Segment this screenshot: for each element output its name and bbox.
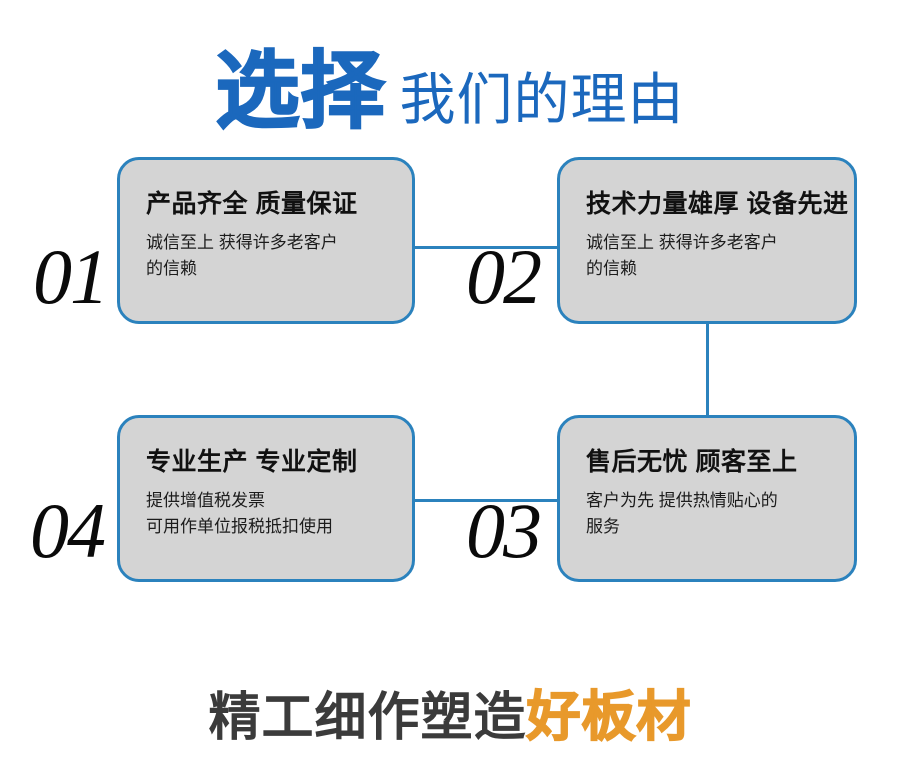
connector-03-to-04	[414, 499, 557, 502]
feature-card-03-title: 售后无忧 顾客至上	[586, 448, 798, 476]
feature-card-01-body: 诚信至上 获得许多老客户 的信赖	[146, 230, 392, 283]
footer-slogan-dark: 精工细作塑造	[208, 689, 527, 747]
feature-card-04-body: 提供增值税发票 可用作单位报税抵扣使用	[146, 488, 392, 541]
feature-card-01[interactable]: 产品齐全 质量保证 诚信至上 获得许多老客户 的信赖	[117, 157, 415, 324]
feature-card-02-body-line-1: 诚信至上 获得许多老客户	[586, 233, 778, 252]
feature-card-02-body: 诚信至上 获得许多老客户 的信赖	[586, 230, 834, 283]
page-title-light: 我们的理由	[399, 68, 685, 131]
feature-card-03-body-line-2: 服务	[586, 517, 620, 537]
footer-slogan: 精工细作塑造好板材	[0, 672, 900, 751]
feature-card-02-title: 技术力量雄厚 设备先进	[586, 190, 849, 218]
step-number-01: 01	[33, 233, 109, 320]
feature-card-02-body-line-2: 的信赖	[586, 259, 637, 279]
feature-card-01-body-line-1: 诚信至上 获得许多老客户	[146, 233, 338, 252]
feature-card-03-body-line-1: 客户为先 提供热情贴心的	[586, 491, 778, 510]
feature-card-01-body-line-2: 的信赖	[146, 259, 197, 279]
page-title-strong: 选择	[214, 42, 386, 141]
feature-card-04-title: 专业生产 专业定制	[146, 448, 358, 476]
step-number-02: 02	[466, 233, 542, 320]
connector-02-to-03	[706, 322, 709, 418]
footer-slogan-accent: 好板材	[526, 684, 692, 749]
step-number-03: 03	[466, 487, 542, 574]
feature-card-04-body-line-2: 可用作单位报税抵扣使用	[146, 517, 333, 537]
step-number-04: 04	[30, 487, 106, 574]
page-title: 选择 我们的理由	[0, 22, 900, 141]
feature-card-04[interactable]: 专业生产 专业定制 提供增值税发票 可用作单位报税抵扣使用	[117, 415, 415, 582]
feature-card-02[interactable]: 技术力量雄厚 设备先进 诚信至上 获得许多老客户 的信赖	[557, 157, 857, 324]
feature-card-04-body-line-1: 提供增值税发票	[146, 491, 265, 510]
feature-card-03-body: 客户为先 提供热情贴心的 服务	[586, 488, 834, 541]
feature-card-01-title: 产品齐全 质量保证	[146, 190, 358, 218]
feature-card-03[interactable]: 售后无忧 顾客至上 客户为先 提供热情贴心的 服务	[557, 415, 857, 582]
connector-01-to-02	[414, 246, 557, 249]
